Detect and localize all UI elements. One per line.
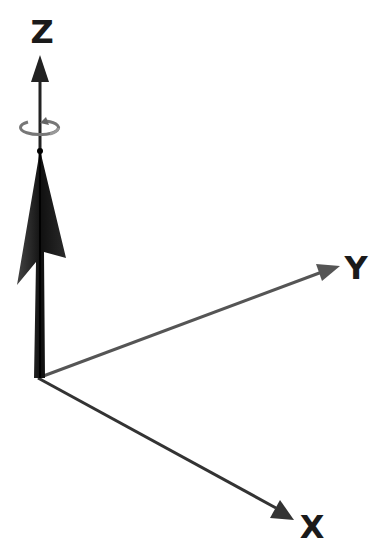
vector-tip-dot (37, 148, 43, 154)
rotation-symbol-back (50, 128, 58, 134)
axis-label: Z (30, 16, 53, 48)
rotation-arrowhead (40, 117, 49, 125)
vector-arrow (17, 150, 66, 378)
axis-label: Y (344, 252, 367, 284)
x-axis (38, 378, 276, 508)
axis-label: X (300, 511, 325, 543)
rotation-symbol (20, 121, 58, 135)
y-axis (38, 272, 322, 378)
vector-shaft (39, 152, 41, 378)
z-arrowhead (31, 55, 49, 82)
y-arrowhead (316, 264, 340, 281)
x-arrowhead (270, 500, 294, 520)
